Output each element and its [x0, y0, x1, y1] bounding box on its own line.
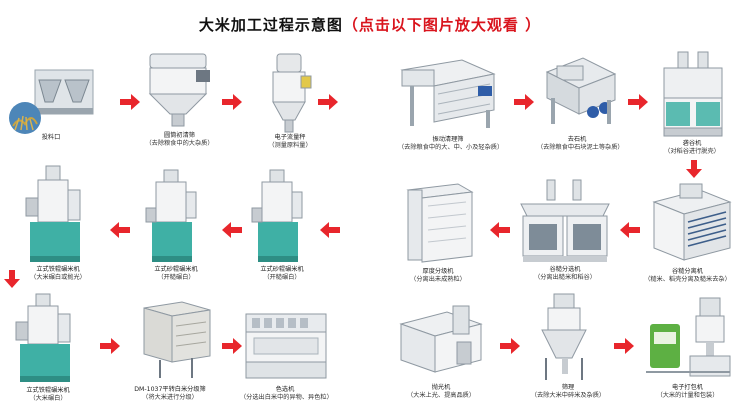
arrow-right-3: [318, 94, 338, 110]
step-label: 电子流量秤（测量原料量）: [268, 134, 312, 149]
arrow-left-3: [320, 222, 340, 238]
step-destoner[interactable]: 去石机（去除粮食中石块泥土等杂质）: [537, 52, 624, 152]
arrow-down-2: [4, 270, 20, 288]
drum-cleaner-illustration: [148, 53, 210, 127]
step-drum-pre-cleaner[interactable]: 圆筒初清筛（去除粮食中的大杂质）: [142, 50, 217, 150]
step-label: 筛理（去除大米中碎米及杂质）: [530, 384, 606, 399]
step-feeding-inlet[interactable]: 投料口: [5, 68, 97, 148]
sifting-illustration: [541, 293, 587, 380]
huller-illustration: [663, 51, 723, 137]
destoner-illustration: [545, 57, 617, 124]
arrow-down-1: [686, 160, 702, 178]
arrow-left-1: [620, 222, 640, 238]
step-packing-machine[interactable]: 电子打包机（大米的计量和包装）: [640, 294, 735, 410]
arrow-right-2: [222, 94, 242, 110]
step-label: 圆筒初清筛（去除粮食中的大杂质）: [145, 132, 214, 147]
step-iron-whitener-2[interactable]: 立式铁辊碾米机（大米碾白）: [10, 292, 86, 410]
step-label: 砻谷机（对稻谷进行脱壳）: [664, 140, 720, 155]
step-label: 厚度分级机（分离出未成熟粒）: [410, 268, 466, 283]
arrow-right-5: [628, 94, 648, 110]
grading-sifter-illustration: [143, 301, 211, 378]
diagram-title: 大米加工过程示意图（点击以下图片放大观看 ）: [0, 14, 740, 35]
feeding-inlet-illustration: [9, 69, 94, 134]
step-label: 立式砂辊碾米机（开糙碾白）: [260, 266, 304, 281]
iron-whitener-illustration: [15, 293, 71, 382]
arrow-left-2: [490, 222, 510, 238]
step-huller[interactable]: 砻谷机（对稻谷进行脱壳）: [652, 48, 732, 156]
step-thickness-grader[interactable]: 厚度分级机（分离出未成熟粒）: [398, 178, 478, 288]
paddy-separator-illustration: [652, 183, 732, 261]
step-label: 抛光机（大米上光、提高品质）: [406, 384, 476, 399]
step-label: 立式铁辊碾米机（大米碾白）: [26, 387, 70, 402]
title-hint: （点击以下图片放大观看 ）: [342, 16, 542, 34]
color-sorter-illustration: [245, 313, 327, 379]
polisher-illustration: [399, 305, 483, 373]
flow-scale-illustration: [272, 53, 312, 133]
step-grading-sifter[interactable]: DM-1037平转白米分级筛（将大米进行分级）: [120, 298, 220, 410]
step-label: 去石机（去除粮食中石块泥土等杂质）: [537, 136, 624, 151]
step-label: 立式砂辊碾米机（开糙碾白）: [154, 266, 198, 281]
step-flow-scale[interactable]: 电子流量秤（测量原料量）: [255, 50, 325, 150]
step-label: 电子打包机（大米的计量和包装）: [656, 384, 719, 399]
arrow-left-4: [222, 222, 242, 238]
step-grain-separator[interactable]: 谷糙分选机（分离出糙米和稻谷）: [515, 176, 615, 288]
step-label: 立式铁辊碾米机（大米碾白或抛光）: [30, 266, 86, 281]
step-label: 投料口: [41, 134, 61, 141]
arrow-right-7: [222, 338, 242, 354]
step-sifting[interactable]: 筛理（去除大米中碎米及杂质）: [528, 292, 608, 410]
step-iron-whitener-1[interactable]: 立式铁辊碾米机（大米碾白或抛光）: [18, 164, 98, 288]
step-emery-whitener-2[interactable]: 立式砂辊碾米机（开糙碾白）: [248, 168, 316, 288]
thickness-grader-illustration: [406, 183, 474, 263]
step-label: 振动清理筛（去除粮食中的大、中、小及轻杂质）: [398, 136, 504, 151]
arrow-right-8: [500, 338, 520, 354]
step-polisher[interactable]: 抛光机（大米上光、提高品质）: [395, 302, 487, 410]
step-label: 谷糙分离机（糙米、稻壳分离及糙米去杂）: [644, 268, 731, 283]
iron-whitener-illustration: [25, 165, 81, 262]
step-color-sorter[interactable]: 色选机（分选出白米中的异物、异色粒）: [240, 300, 333, 410]
step-vibrating-screen[interactable]: 振动清理筛（去除粮食中的大、中、小及轻杂质）: [398, 52, 504, 152]
step-emery-whitener-1[interactable]: 立式砂辊碾米机（开糙碾白）: [142, 168, 210, 288]
step-label: 色选机（分选出白米中的异物、异色粒）: [240, 386, 333, 401]
packing-machine-illustration: [646, 297, 731, 377]
arrow-right-4: [514, 94, 534, 110]
emery-whitener-illustration: [251, 169, 303, 262]
arrow-right-6: [100, 338, 120, 354]
step-paddy-separator[interactable]: 谷糙分离机（糙米、稻壳分离及糙米去杂）: [640, 180, 735, 290]
title-main: 大米加工过程示意图: [198, 16, 343, 34]
emery-whitener-illustration: [145, 169, 197, 262]
arrow-right-9: [614, 338, 634, 354]
step-label: 谷糙分选机（分离出糙米和稻谷）: [534, 266, 596, 281]
step-label: DM-1037平转白米分级筛（将大米进行分级）: [134, 386, 206, 401]
grain-separator-illustration: [520, 179, 610, 262]
vibrating-screen-illustration: [400, 59, 496, 128]
arrow-right-1: [120, 94, 140, 110]
arrow-left-5: [110, 222, 130, 238]
